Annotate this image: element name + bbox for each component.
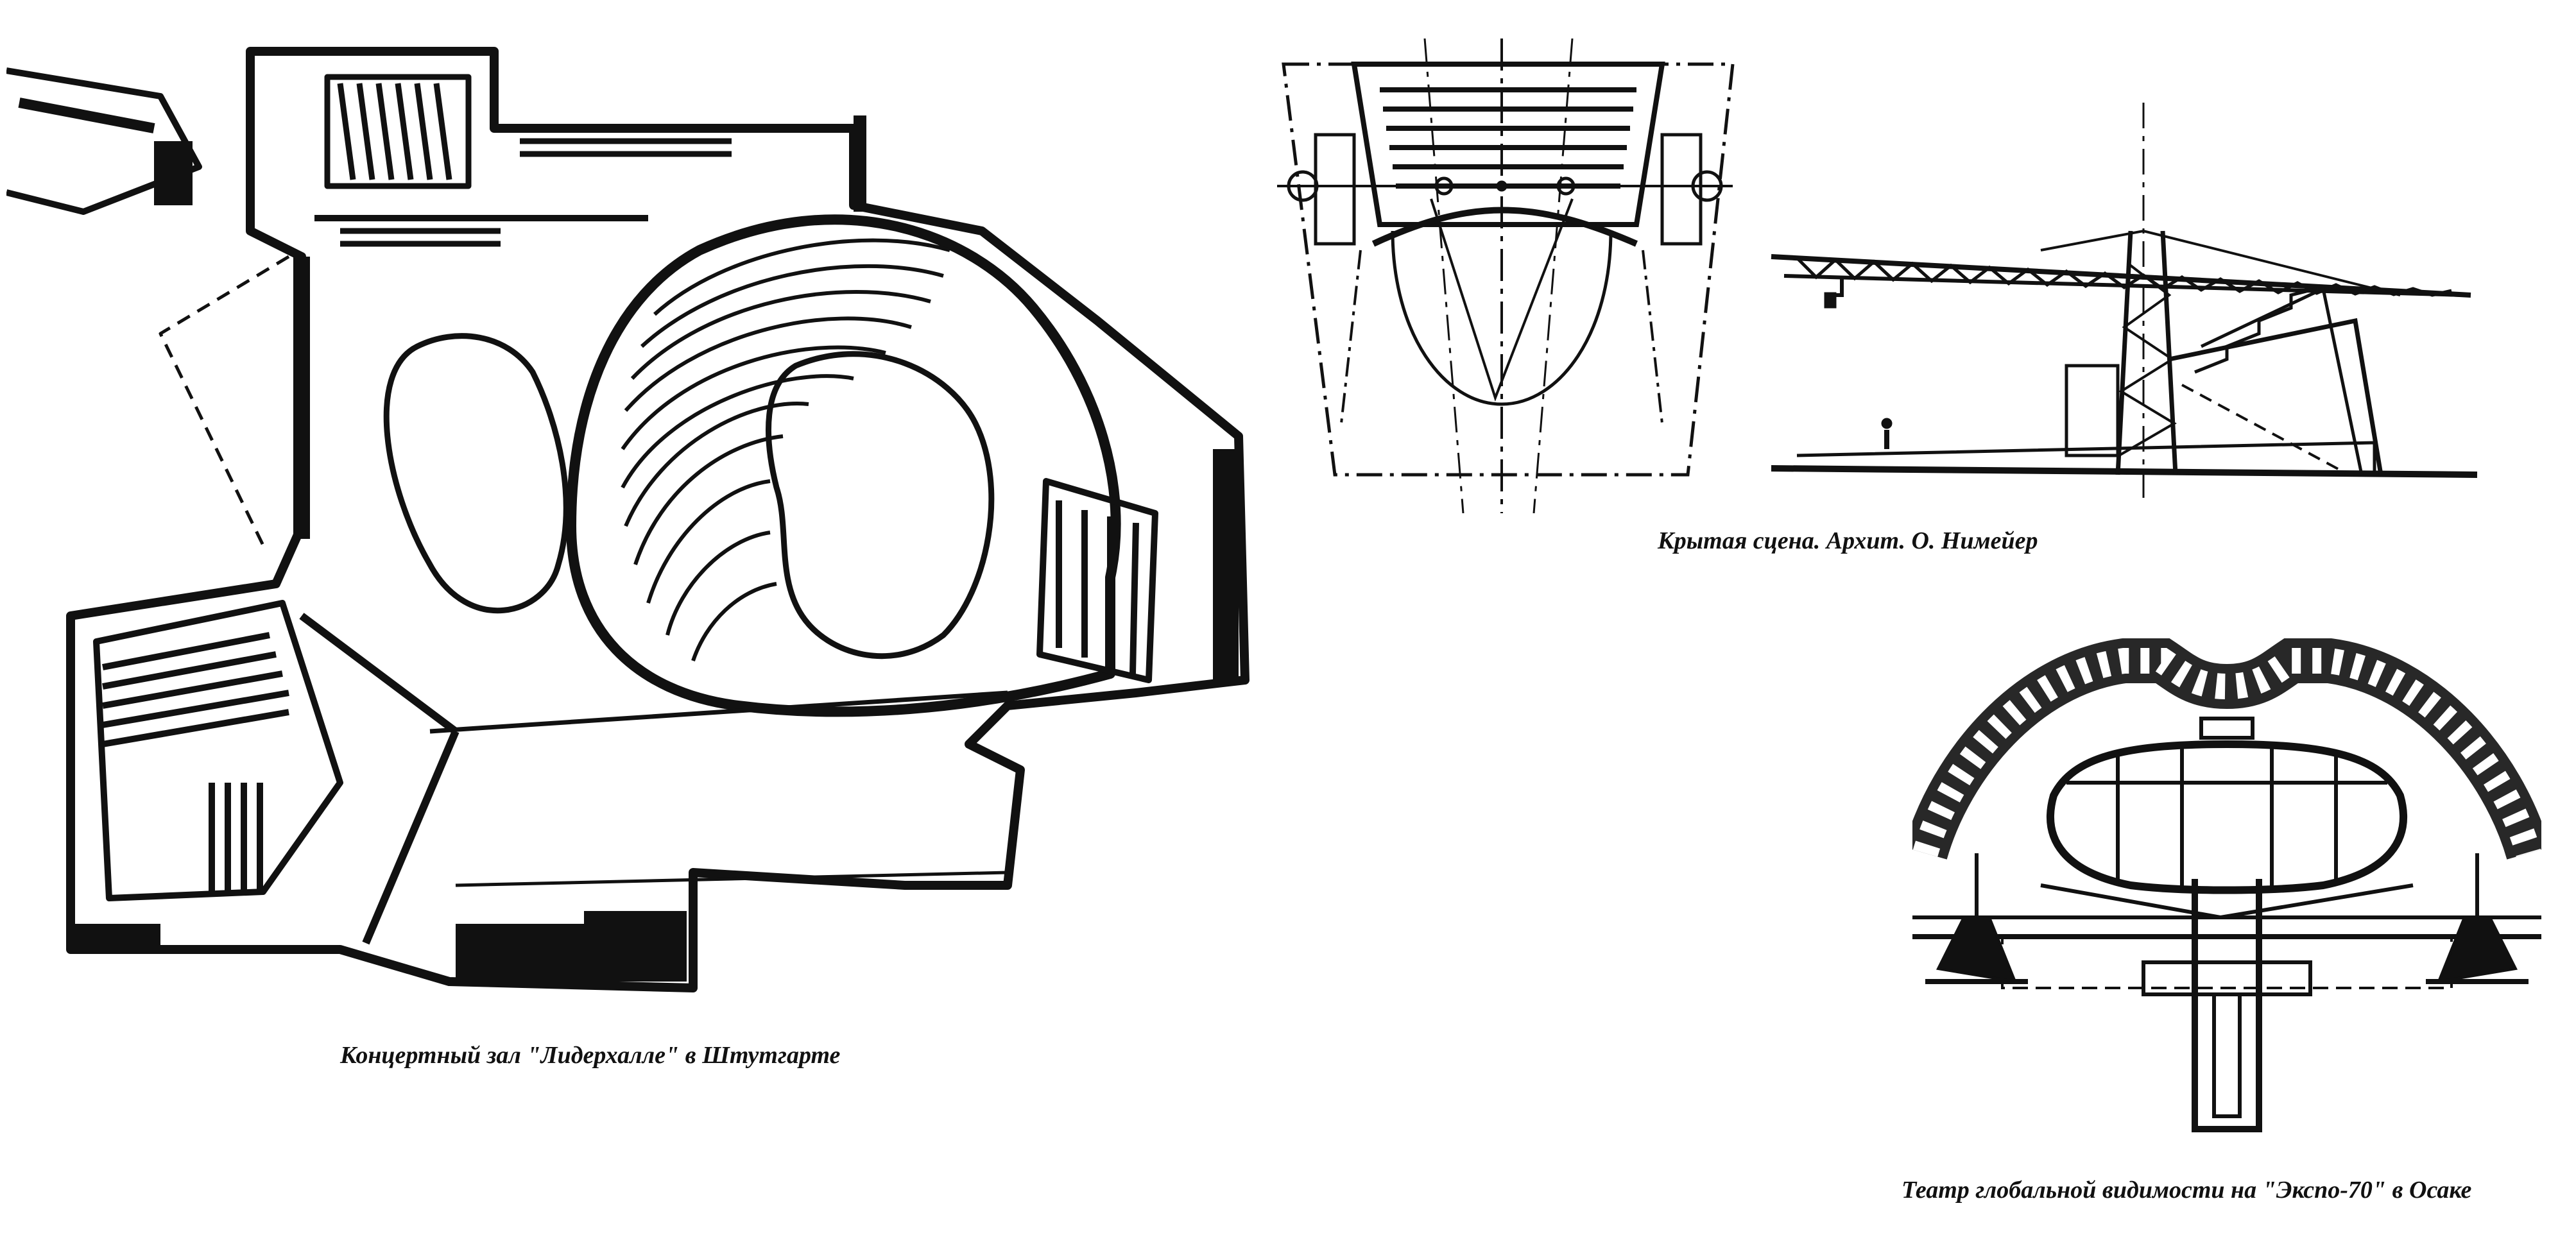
expo70-theatre-section [1912, 635, 2541, 1136]
niemeyer-stage-plan [1277, 38, 1758, 513]
caption-liederhalle: Концертный зал "Лидерхалле" в Штутгарте [340, 1042, 841, 1069]
liederhalle-floor-plan [6, 38, 1264, 1026]
liederhalle-plan-drawing [6, 47, 1249, 992]
expo70-section-drawing [1912, 638, 2541, 1132]
niemeyer-stage-section [1758, 103, 2496, 500]
caption-niemeyer: Крытая сцена. Архит. О. Нимейер [1658, 527, 2038, 554]
caption-expo70: Театр глобальной видимости на "Экспо-70"… [1902, 1177, 2472, 1204]
niemeyer-plan-drawing [1277, 38, 1735, 513]
niemeyer-section-drawing [1771, 103, 2478, 500]
